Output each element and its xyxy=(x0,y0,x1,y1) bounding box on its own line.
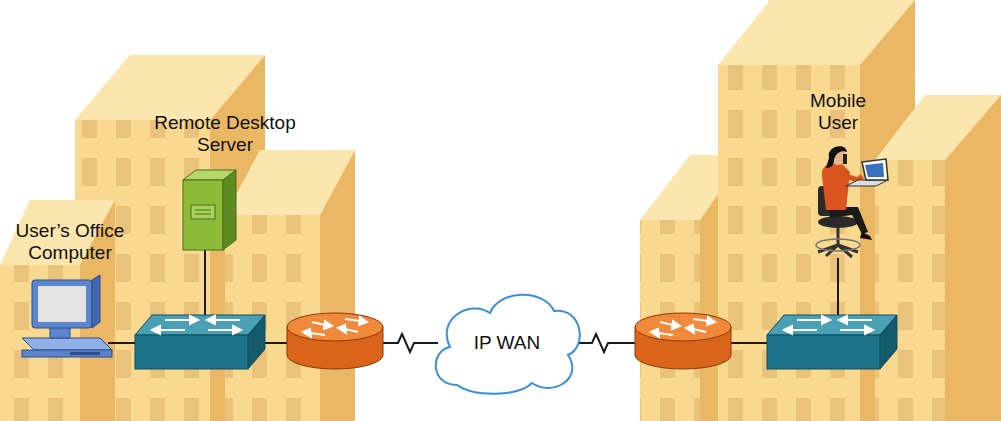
server-icon xyxy=(183,170,236,250)
computer-label: User’s Office Computer xyxy=(4,220,136,264)
cloud-label: IP WAN xyxy=(474,332,541,354)
router-icon xyxy=(287,313,383,369)
wan-cloud: IP WAN xyxy=(432,291,582,395)
computer-icon xyxy=(22,275,112,357)
switch-icon xyxy=(135,315,265,369)
user-label: Mobile User xyxy=(800,90,876,134)
switch-icon xyxy=(767,315,897,369)
router-icon xyxy=(635,313,731,369)
server-label: Remote Desktop Server xyxy=(150,112,300,156)
office-building-left xyxy=(0,55,355,421)
mobile-user-figure xyxy=(816,146,888,257)
